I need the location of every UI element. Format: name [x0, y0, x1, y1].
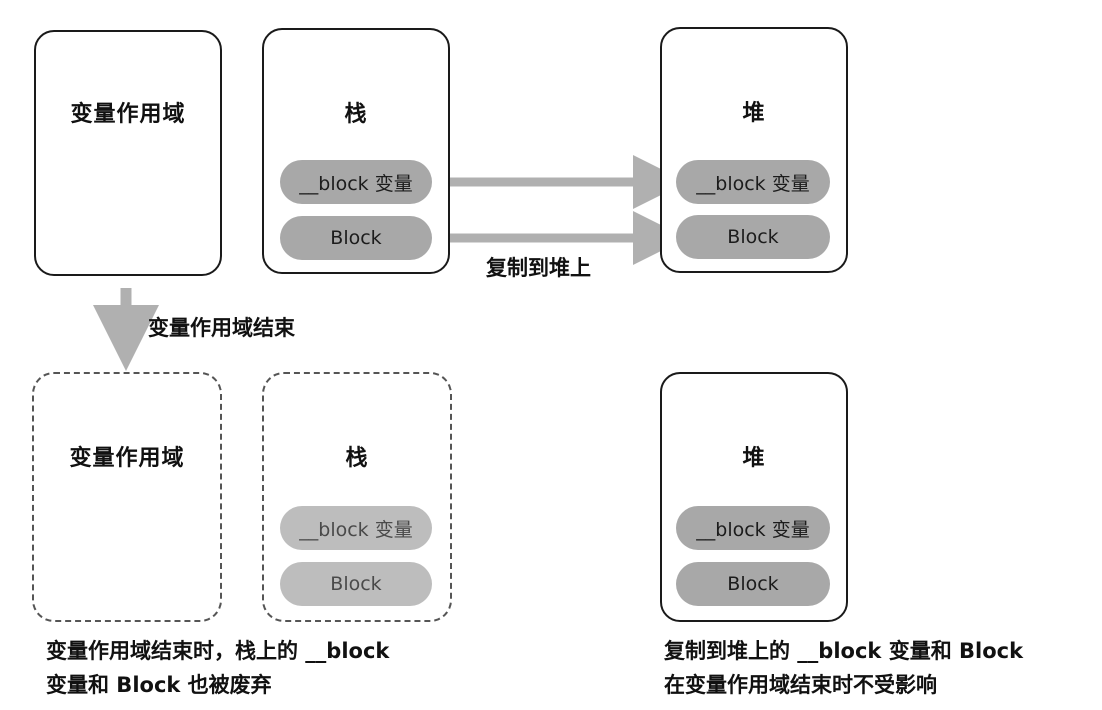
scope-title-top: 变量作用域 — [70, 102, 186, 127]
caption-right: 复制到堆上的 __block 变量和 Block 在变量作用域结束时不受影响 — [664, 634, 1023, 702]
stack-block-variable-pill-top: __block 变量 — [280, 160, 432, 204]
heap-block-variable-pill-top: __block 变量 — [676, 160, 830, 204]
heap-block-pill-top: Block — [676, 215, 830, 259]
caption-left: 变量作用域结束时，栈上的 __block 变量和 Block 也被废弃 — [46, 634, 389, 702]
scope-box-bottom: 变量作用域 — [32, 372, 222, 622]
heap-block-variable-pill-bottom: __block 变量 — [676, 506, 830, 550]
caption-left-line-2: 变量和 Block 也被废弃 — [46, 673, 272, 697]
heap-block-pill-bottom: Block — [676, 562, 830, 606]
scope-end-label: 变量作用域结束 — [148, 316, 295, 340]
caption-right-line-1: 复制到堆上的 __block 变量和 Block — [664, 639, 1024, 663]
caption-right-line-2: 在变量作用域结束时不受影响 — [664, 673, 937, 697]
stack-block-variable-pill-bottom: __block 变量 — [280, 506, 432, 550]
heap-title-bottom: 堆 — [742, 446, 766, 471]
heap-title-top: 堆 — [742, 101, 766, 126]
copy-to-heap-label: 复制到堆上 — [486, 256, 591, 280]
stack-title-bottom: 栈 — [345, 446, 369, 471]
stack-block-pill-bottom: Block — [280, 562, 432, 606]
scope-box-top: 变量作用域 — [34, 30, 222, 276]
stack-title-top: 栈 — [344, 102, 368, 127]
caption-left-line-1: 变量作用域结束时，栈上的 __block — [46, 639, 390, 663]
scope-title-bottom: 变量作用域 — [69, 446, 185, 471]
stack-block-pill-top: Block — [280, 216, 432, 260]
